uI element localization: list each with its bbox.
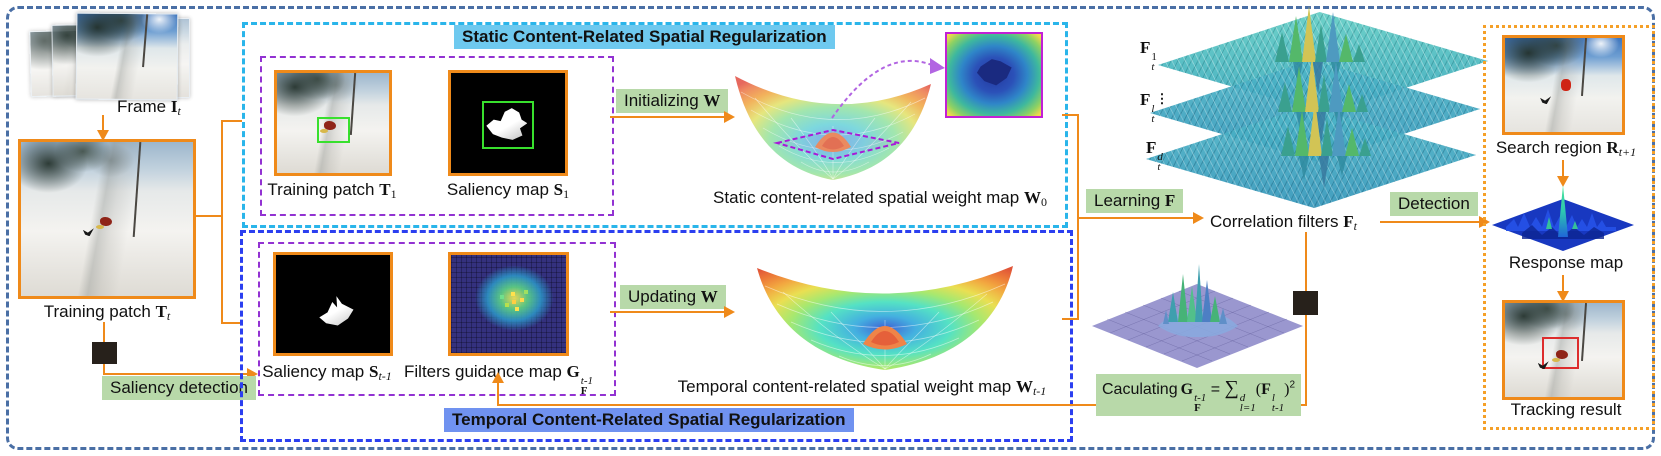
line — [1305, 232, 1307, 406]
line — [1062, 114, 1079, 116]
arrow-frame-to-patch — [102, 115, 104, 131]
line — [221, 120, 223, 324]
saliency-map-t1-label: Saliency map St-1 — [262, 362, 392, 383]
connector-node — [92, 342, 117, 364]
line — [497, 404, 1307, 406]
temporal-inner-box — [258, 242, 616, 396]
line — [1562, 160, 1564, 178]
temporal-weight-surface — [757, 266, 1013, 370]
initializing-w-label: Initializing W — [616, 89, 729, 113]
response-map-label: Response map — [1508, 253, 1624, 272]
guidance-hotspots — [510, 292, 515, 297]
line — [610, 311, 726, 313]
static-regularization-box — [242, 22, 1068, 228]
training-patch-t-label: Training patch Tt — [43, 302, 171, 323]
line — [195, 215, 223, 217]
line — [221, 322, 240, 324]
temporal-weight-map-label: Temporal content-related spatial weight … — [677, 377, 1047, 398]
updating-w-label: Updating W — [620, 285, 726, 309]
frame-label: Frame It — [117, 97, 181, 118]
tracking-result-image — [1502, 300, 1625, 400]
bird-blob — [1537, 361, 1549, 370]
guidance-surface-plot — [1092, 264, 1303, 368]
saliency-map-1-image — [448, 70, 568, 176]
skier-blob — [320, 121, 337, 133]
search-region-label: Search region Rt+1 — [1495, 138, 1637, 159]
target-green-box — [317, 117, 351, 143]
w0-target-blob — [976, 59, 1012, 86]
static-box-title: Static Content-Related Spatial Regulariz… — [454, 25, 835, 49]
saliency-map-t1-image — [273, 252, 393, 356]
arrowhead-right-icon — [1193, 212, 1204, 224]
arrowhead-right-icon — [247, 368, 258, 380]
target-green-box — [481, 101, 534, 149]
saliency-detection-label: Saliency detection — [102, 376, 256, 400]
detection-label: Detection — [1390, 192, 1478, 216]
response-map-plot — [1492, 185, 1634, 251]
line — [497, 381, 499, 405]
correlation-filters-label: Correlation filters Ft — [1210, 212, 1357, 233]
static-weight-surface — [735, 76, 931, 180]
saliency-blob — [319, 296, 354, 326]
skier-blob — [1561, 79, 1572, 92]
line — [1062, 318, 1079, 320]
arrowhead-down-icon — [97, 130, 109, 141]
line — [103, 373, 248, 375]
line — [610, 116, 726, 118]
tracking-result-label: Tracking result — [1510, 400, 1622, 419]
tracking-panel-box — [1483, 25, 1655, 430]
dashed-arrow-to-w0 — [831, 58, 945, 119]
bird-blob — [1540, 96, 1552, 105]
training-patch-1-image — [274, 70, 392, 176]
line — [221, 120, 242, 122]
skier-blob — [96, 217, 113, 230]
skier-blob — [1552, 350, 1569, 362]
connector-node — [1293, 291, 1318, 315]
tracking-red-box — [1542, 336, 1580, 370]
search-region-image — [1502, 35, 1625, 135]
line — [1380, 221, 1482, 223]
static-inner-box — [260, 56, 614, 216]
arrowhead-right-icon — [724, 306, 735, 318]
line — [1077, 217, 1195, 219]
w0-weight-map-image — [945, 32, 1043, 118]
arrowhead-up-icon — [492, 372, 504, 383]
training-patch-1-label: Training patch T1 — [267, 180, 397, 201]
static-weight-map-label: Static content-related spatial weight ma… — [713, 188, 1047, 209]
filter-spikes — [1275, 6, 1371, 188]
filters-guidance-map-image — [448, 252, 569, 356]
line — [103, 364, 105, 375]
temporal-box-title: Temporal Content-Related Spatial Regular… — [444, 408, 854, 432]
line — [1562, 275, 1564, 293]
learning-f-label: Learning F — [1086, 189, 1184, 213]
arrowhead-right-icon — [724, 111, 735, 123]
line — [103, 322, 105, 342]
arrowhead-down-icon — [1557, 176, 1569, 187]
arrowhead-down-icon — [1557, 291, 1569, 302]
training-patch-t-image — [18, 139, 196, 299]
frame-stack-photo-front — [75, 12, 179, 101]
temporal-regularization-box — [240, 230, 1073, 442]
bird-blob — [82, 228, 94, 237]
saliency-map-1-label: Saliency map S1 — [446, 180, 570, 201]
